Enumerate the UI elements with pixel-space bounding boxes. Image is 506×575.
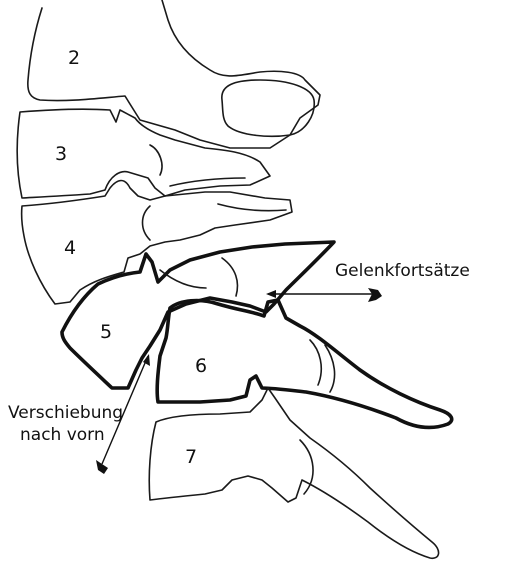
vertebra-number-4: 4 bbox=[64, 237, 76, 259]
label-gelenkfortsaetze: Gelenkfortsätze bbox=[335, 261, 470, 281]
label-verschiebung-line1: Verschiebung bbox=[8, 403, 123, 423]
vertebra-number-3: 3 bbox=[55, 143, 67, 165]
vertebra-c2 bbox=[28, 0, 320, 148]
label-verschiebung-line2: nach vorn bbox=[20, 425, 105, 445]
vertebra-number-6: 6 bbox=[195, 355, 207, 377]
vertebra-c4 bbox=[22, 181, 292, 305]
vertebra-number-5: 5 bbox=[100, 321, 112, 343]
vertebra-number-7: 7 bbox=[185, 446, 197, 468]
vertebra-c7 bbox=[149, 388, 438, 558]
vertebra-number-2: 2 bbox=[68, 47, 80, 69]
